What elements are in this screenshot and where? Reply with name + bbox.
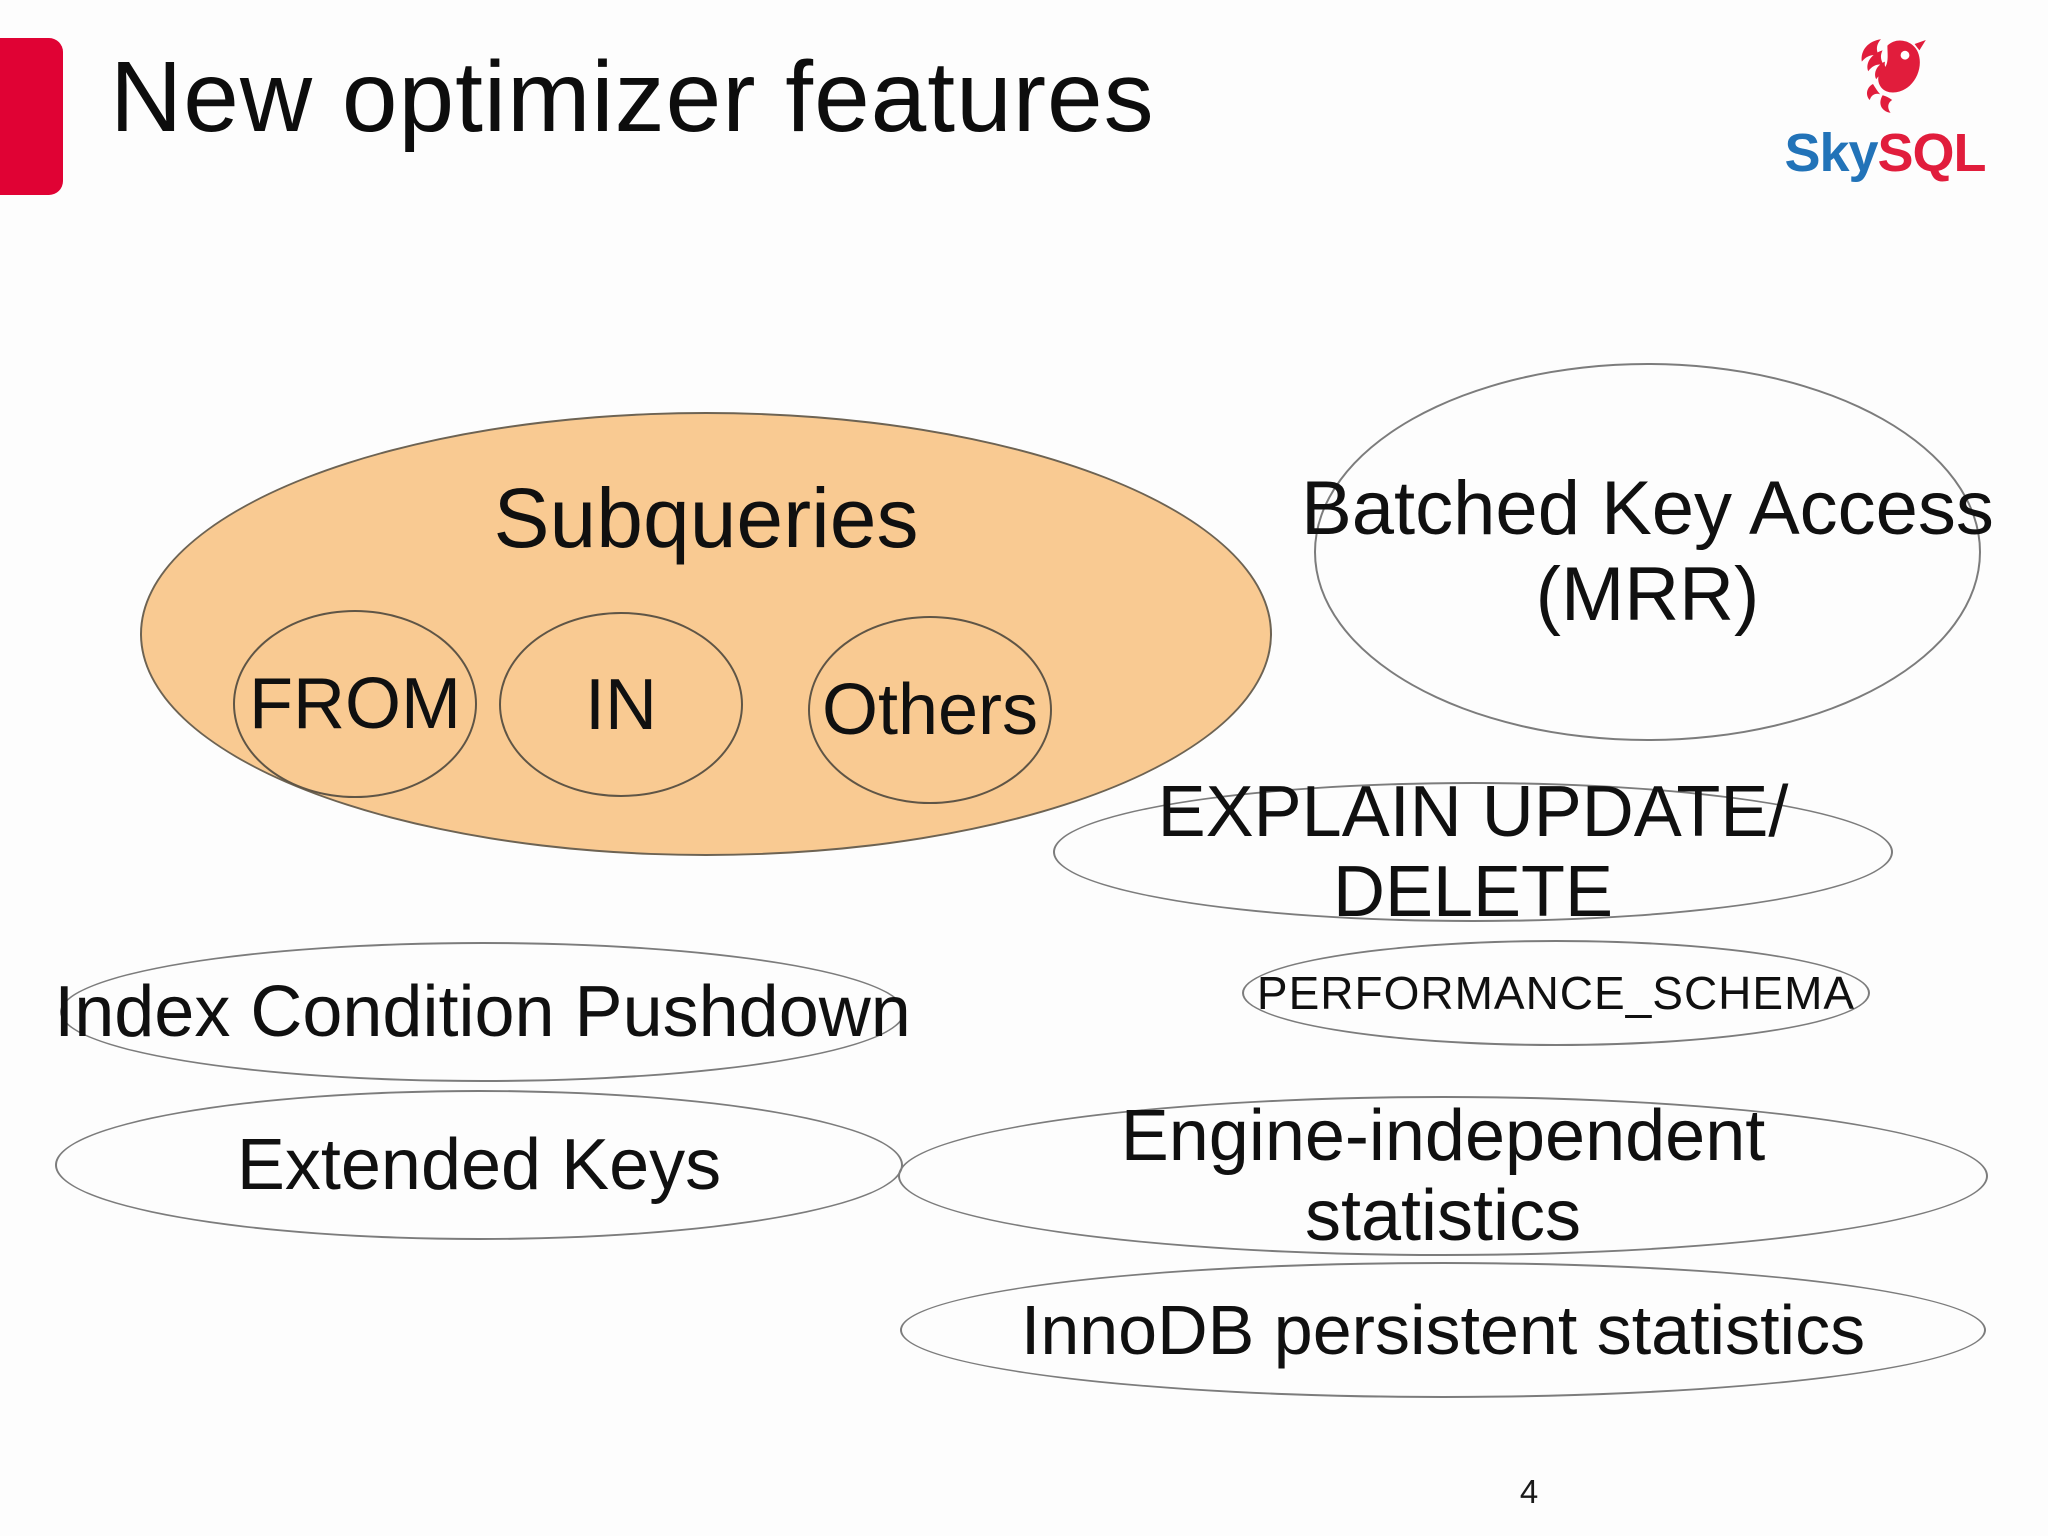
bubble-performance-schema: PERFORMANCE_SCHEMA [1242, 940, 1870, 1046]
bubble-innodb-statistics-label: InnoDB persistent statistics [1020, 1291, 1866, 1369]
bubble-innodb-persistent-statistics: InnoDB persistent statistics [900, 1262, 1986, 1398]
bubble-batched-key-access-line2: (MRR) [1535, 552, 1760, 637]
logo-sky-text: Sky [1784, 123, 1878, 183]
venn-title: Subqueries [493, 471, 919, 565]
bubble-explain-update-delete: EXPLAIN UPDATE/ DELETE [1053, 772, 1893, 932]
bubble-index-condition-pushdown: Index Condition Pushdown [54, 942, 911, 1082]
bubble-extended-keys-label: Extended Keys [236, 1125, 722, 1205]
venn-circle-others: Others [808, 616, 1052, 804]
bubble-engine-statistics-line2: statistics [1304, 1176, 1582, 1256]
logo-sql-text: SQL [1877, 123, 1987, 183]
bubble-explain-line1: EXPLAIN UPDATE/ [1157, 772, 1789, 852]
bubble-batched-key-access-line1: Batched Key Access [1301, 466, 1994, 551]
skysql-logo: SkySQL [1768, 28, 2002, 180]
page-number: 4 [1519, 1473, 1539, 1510]
bubble-performance-schema-label: PERFORMANCE_SCHEMA [1256, 967, 1856, 1019]
bubble-batched-key-access: Batched Key Access (MRR) [1301, 363, 1994, 741]
accent-bar [0, 38, 63, 195]
venn-circle-from: FROM [233, 610, 477, 798]
venn-label-from: FROM [249, 664, 461, 744]
bubble-engine-statistics-line1: Engine-independent [1120, 1096, 1766, 1176]
skysql-bird-icon [1861, 39, 1926, 113]
bubble-extended-keys: Extended Keys [55, 1090, 903, 1240]
venn-circle-in: IN [499, 612, 743, 797]
bubble-engine-independent-statistics: Engine-independent statistics [898, 1096, 1988, 1256]
skysql-wordmark: SkySQL [1768, 126, 2002, 180]
bubble-explain-line2: DELETE [1332, 852, 1614, 932]
venn-label-in: IN [585, 664, 657, 745]
venn-label-others: Others [821, 670, 1039, 750]
page-title: New optimizer features [110, 41, 1155, 153]
bubble-index-condition-pushdown-label: Index Condition Pushdown [54, 972, 911, 1052]
